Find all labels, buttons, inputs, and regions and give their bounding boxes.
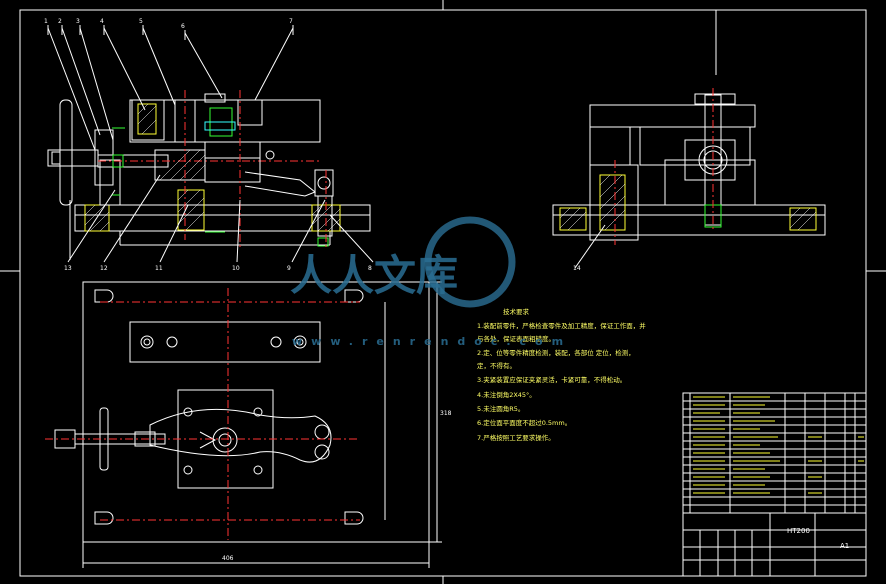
balloon-3: 3 xyxy=(76,18,80,25)
balloon-12: 12 xyxy=(100,265,108,272)
tech-req-line-8: 6.定位面平面度不超过0.5mm。 xyxy=(477,418,571,427)
balloon-11: 11 xyxy=(155,265,163,272)
front-view xyxy=(47,90,371,260)
title-block-material: HT200 xyxy=(787,527,810,535)
title-block: HT200 A1 xyxy=(682,392,867,577)
tech-req-title: 技术要求 xyxy=(503,307,530,316)
balloon-14: 14 xyxy=(573,265,581,272)
title-block-sheet: A1 xyxy=(840,542,849,550)
balloon-1: 1 xyxy=(44,18,48,25)
tech-req-line-2: 与各处，保证表面粗糙度。 xyxy=(477,334,555,343)
front-view-leaders xyxy=(47,25,374,263)
tech-req-line-9: 7.严格按照工艺要求操作。 xyxy=(477,433,555,442)
tech-req-line-4: 定，不得有。 xyxy=(477,361,516,370)
balloon-9: 9 xyxy=(287,265,291,272)
tech-req-line-6: 4.未注倒角2X45°。 xyxy=(477,390,536,399)
watermark: 人人文库 www.renrendoc.com xyxy=(290,216,572,348)
balloon-5: 5 xyxy=(139,18,143,25)
balloon-10: 10 xyxy=(232,265,240,272)
tech-req-line-5: 3.夹紧装置应保证夹紧灵活，卡紧可靠，不得松动。 xyxy=(477,375,626,384)
balloon-2: 2 xyxy=(58,18,62,25)
balloon-8: 8 xyxy=(368,265,372,272)
tech-requirements: 技术要求 1.装配前零件，严格检查零件及加工精度，保证工作面，并 与各处，保证表… xyxy=(477,307,646,442)
tech-req-line-3: 2.定、位等零件精度检测，装配，各部位 定位，检测， xyxy=(477,348,635,357)
balloon-labels: 1 2 3 4 5 6 7 8 9 10 11 12 13 14 xyxy=(44,18,581,272)
tech-req-line-7: 5.未注圆角R5。 xyxy=(477,404,524,413)
balloon-13: 13 xyxy=(64,265,72,272)
balloon-7: 7 xyxy=(289,18,293,25)
dim-height: 318 xyxy=(440,410,452,417)
balloon-6: 6 xyxy=(181,23,185,30)
balloon-4: 4 xyxy=(100,18,104,25)
top-view xyxy=(45,281,442,568)
dim-width: 406 xyxy=(222,555,234,562)
tech-req-line-1: 1.装配前零件，严格检查零件及加工精度，保证工作面，并 xyxy=(477,321,646,330)
side-view xyxy=(552,88,826,269)
watermark-cn: 人人文库 xyxy=(290,251,458,300)
watermark-url: www.renrendoc.com xyxy=(292,335,572,348)
